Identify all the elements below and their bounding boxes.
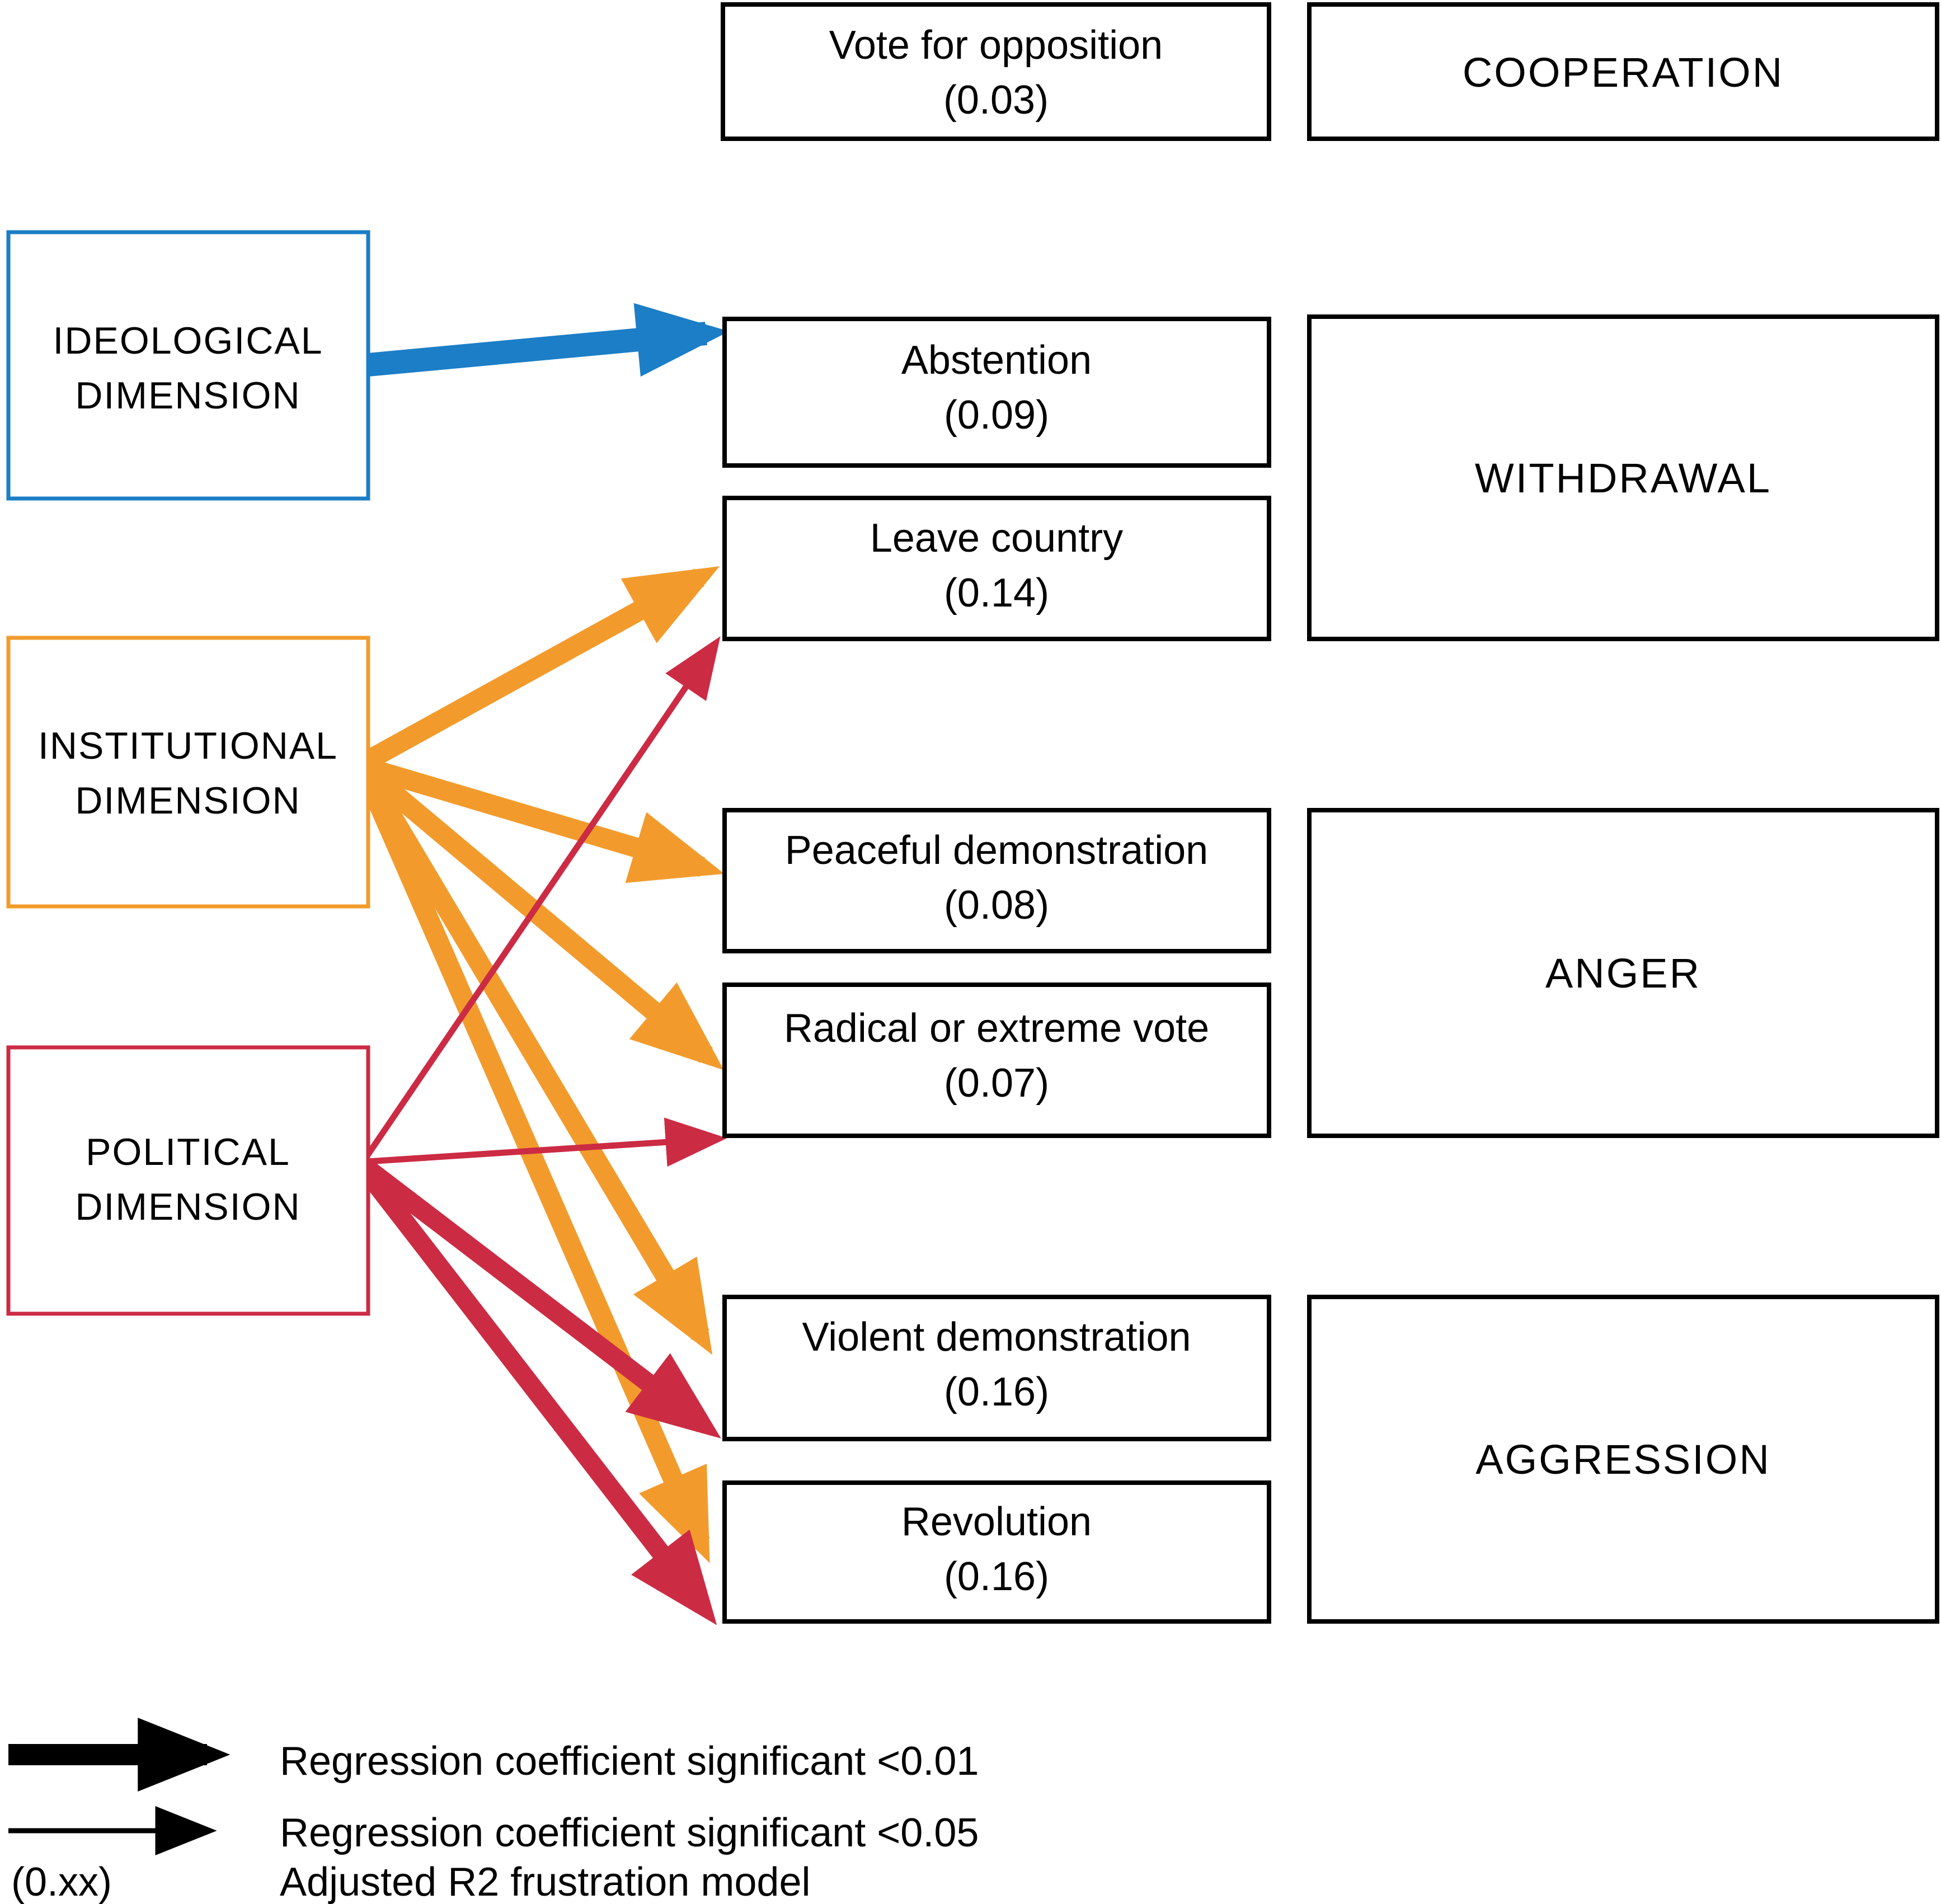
legend-r2-symbol: (0.xx)	[11, 1860, 112, 1904]
node-leave-country: Leave country (0.14)	[722, 496, 1271, 641]
arrow-institutional-to-radical-vote	[360, 763, 724, 1070]
node-violent-demonstration: Violent demonstration (0.16)	[722, 1295, 1271, 1441]
arrow-political-to-leave-country	[364, 636, 721, 1158]
category-cooperation: COOPERATION	[1307, 2, 1939, 141]
edges-political	[359, 636, 727, 1625]
radical-or-extreme-vote-box	[722, 982, 1271, 1138]
ideological-dimension-label-line2: DIMENSION	[75, 374, 300, 417]
violent-demonstration-r2: (0.16)	[944, 1370, 1049, 1414]
legend-r2-label: Adjusted R2 frustration model	[280, 1860, 810, 1904]
arrow-political-to-radical-vote	[366, 1117, 727, 1167]
peaceful-demonstration-r2: (0.08)	[944, 883, 1049, 928]
ideological-dimension-label-line1: IDEOLOGICAL	[53, 319, 323, 362]
aggression-label: AGGRESSION	[1475, 1436, 1771, 1483]
peaceful-demonstration-box	[722, 808, 1271, 953]
revolution-r2: (0.16)	[944, 1554, 1049, 1599]
vote-for-opposition-label: Vote for opposition	[829, 23, 1163, 68]
arrow-institutional-to-leave-country	[362, 566, 720, 770]
anger-label: ANGER	[1545, 950, 1701, 996]
legend-thick-arrow-label: Regression coefficient significant <0.01	[280, 1739, 979, 1784]
withdrawal-box	[1307, 314, 1939, 641]
arrow-ideological-to-abstention	[367, 303, 730, 377]
node-vote-for-opposition: Vote for opposition (0.03)	[721, 2, 1271, 141]
category-aggression: AGGRESSION	[1307, 1295, 1939, 1624]
category-anger: ANGER	[1307, 808, 1939, 1138]
node-peaceful-demonstration: Peaceful demonstration (0.08)	[722, 808, 1271, 953]
vote-for-opposition-box	[721, 2, 1271, 141]
leave-country-r2: (0.14)	[944, 571, 1049, 615]
political-dimension-label-line2: DIMENSION	[75, 1186, 300, 1228]
node-institutional-dimension: INSTITUTIONAL DIMENSION	[6, 636, 370, 909]
institutional-dimension-box	[6, 636, 370, 909]
anger-box	[1307, 808, 1939, 1138]
legend: Regression coefficient significant <0.01…	[8, 1718, 979, 1904]
node-ideological-dimension: IDEOLOGICAL DIMENSION	[6, 230, 370, 501]
political-dimension-box	[6, 1045, 370, 1316]
revolution-label: Revolution	[901, 1499, 1092, 1544]
cooperation-box	[1307, 2, 1939, 141]
withdrawal-label: WITHDRAWAL	[1475, 455, 1771, 501]
edges-ideological	[367, 303, 730, 377]
leave-country-box	[722, 496, 1271, 641]
abstention-label: Abstention	[901, 338, 1092, 383]
legend-thin-arrow-label: Regression coefficient significant <0.05	[280, 1811, 979, 1855]
arrow-political-to-violent-demonstration	[361, 1160, 721, 1439]
aggression-box	[1307, 1295, 1939, 1624]
node-revolution: Revolution (0.16)	[722, 1480, 1271, 1624]
node-political-dimension: POLITICAL DIMENSION	[6, 1045, 370, 1316]
peaceful-demonstration-label: Peaceful demonstration	[785, 828, 1208, 873]
abstention-r2: (0.09)	[944, 393, 1049, 438]
vote-for-opposition-r2: (0.03)	[943, 78, 1049, 123]
revolution-box	[722, 1480, 1271, 1624]
ideological-dimension-box	[6, 230, 370, 501]
institutional-dimension-label-line1: INSTITUTIONAL	[38, 725, 338, 767]
category-withdrawal: WITHDRAWAL	[1307, 314, 1939, 641]
arrow-institutional-to-peaceful-demonstration	[364, 758, 725, 883]
arrow-institutional-to-violent-demonstration	[358, 769, 713, 1355]
violent-demonstration-box	[722, 1295, 1271, 1441]
node-radical-or-extreme-vote: Radical or extreme vote (0.07)	[722, 982, 1271, 1138]
political-dimension-label-line1: POLITICAL	[86, 1131, 290, 1173]
cooperation-label: COOPERATION	[1463, 49, 1784, 96]
abstention-box	[722, 317, 1271, 468]
arrow-political-to-revolution	[359, 1167, 717, 1625]
institutional-dimension-label-line2: DIMENSION	[75, 779, 300, 822]
violent-demonstration-label: Violent demonstration	[802, 1315, 1191, 1360]
leave-country-label: Leave country	[870, 516, 1123, 561]
node-abstention: Abstention (0.09)	[722, 317, 1271, 468]
radical-or-extreme-vote-r2: (0.07)	[944, 1061, 1049, 1106]
radical-or-extreme-vote-label: Radical or extreme vote	[784, 1006, 1209, 1051]
